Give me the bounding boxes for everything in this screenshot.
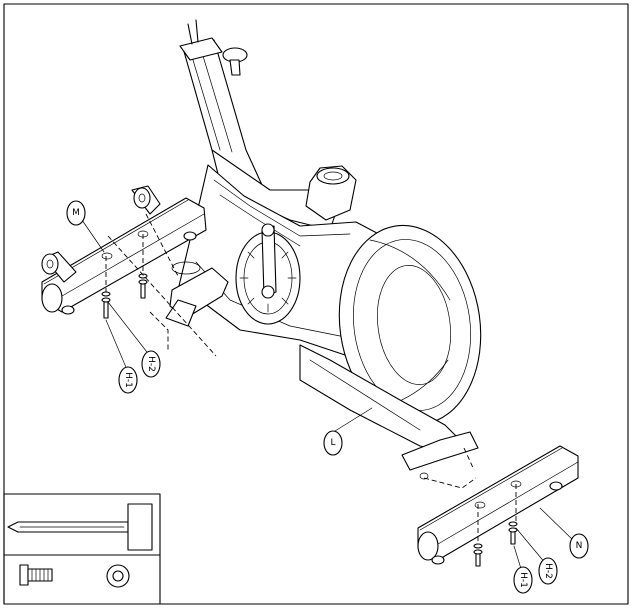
callout-bolt-left-label: H-1 [123,372,133,388]
bike-frame [165,19,482,480]
callout-washer-right: H-2 [538,557,558,585]
rear-stabilizer [417,445,579,565]
callout-washer-left-label: H-2 [146,356,156,372]
drawing-border [3,3,629,605]
callout-bolt-left: H-1 [118,366,138,394]
callout-rear-stabilizer: N [569,533,589,559]
bolt-icon [19,564,53,586]
hardware-panel [3,493,161,605]
callout-bolt-right-label: H-1 [518,572,528,588]
callout-frame-label: L [330,438,335,448]
front-stabilizer [41,185,207,315]
callout-bolt-right: H-1 [513,566,533,594]
callout-front-stabilizer-label: M [72,208,80,218]
crank-arm [261,225,277,297]
callout-front-stabilizer: M [66,200,86,226]
callout-washer-left: H-2 [141,350,161,378]
callout-frame: L [323,430,343,456]
washer-icon [106,564,130,588]
front-hardware [101,273,148,319]
allen-key-icon [7,503,153,551]
callout-rear-stabilizer-label: N [576,541,583,551]
rear-hardware [473,521,518,567]
assembly-guide-lines [105,213,517,544]
callout-washer-right-label: H-2 [543,563,553,579]
